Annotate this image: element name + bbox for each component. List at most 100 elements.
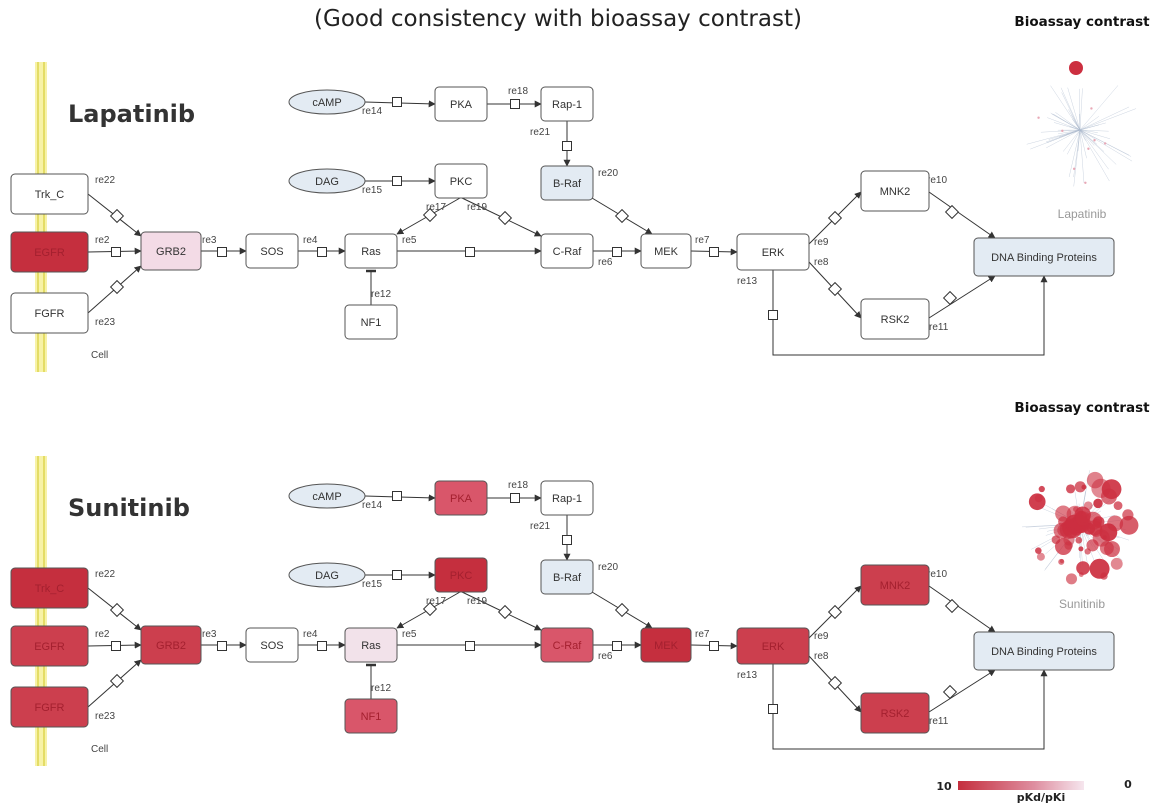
reaction-label-re13: re13 xyxy=(737,670,757,681)
reaction-label-re4: re4 xyxy=(303,235,318,246)
cloud-hit-dot xyxy=(1075,536,1083,544)
node-fgfr[interactable]: FGFR xyxy=(10,686,89,728)
node-rap1[interactable]: Rap-1 xyxy=(540,86,594,122)
node-label: ERK xyxy=(762,247,785,259)
node-box xyxy=(540,627,594,663)
cloud-hit-dot xyxy=(1074,481,1086,493)
node-label: Rap-1 xyxy=(552,99,582,111)
cloud-hit-dot xyxy=(1063,527,1073,536)
node-nf1[interactable]: NF1 xyxy=(344,304,398,340)
node-label: EGFR xyxy=(34,641,65,653)
node-grb2[interactable]: GRB2 xyxy=(140,231,202,271)
cloud-drug-label: Sunitinib xyxy=(1059,597,1105,611)
legend-max-label: 10 xyxy=(936,780,952,793)
legend-unit-label: pKd/pKi xyxy=(1017,791,1065,804)
node-egfr[interactable]: EGFR xyxy=(10,625,89,667)
node-box xyxy=(540,86,594,122)
cloud-branch xyxy=(1058,129,1081,135)
cloud-branch xyxy=(1055,112,1081,131)
cloud-hit-dot xyxy=(1122,509,1134,521)
node-label: DAG xyxy=(315,570,339,582)
node-rap1[interactable]: Rap-1 xyxy=(540,480,594,516)
cloud-hit-dot xyxy=(1101,479,1122,499)
cloud-hit-dot xyxy=(1035,547,1042,554)
reaction-node xyxy=(768,310,778,320)
node-ras[interactable]: Ras xyxy=(344,627,398,663)
node-camp[interactable]: cAMP xyxy=(288,483,366,509)
cloud-hit-dot xyxy=(1066,484,1076,494)
reaction-node xyxy=(827,604,843,620)
reaction-label-re17: re17 xyxy=(426,596,446,607)
node-mek[interactable]: MEK xyxy=(640,627,692,663)
cloud-branch xyxy=(1079,108,1137,131)
node-ras[interactable]: Ras xyxy=(344,233,398,269)
node-sos[interactable]: SOS xyxy=(245,233,299,269)
node-dna[interactable]: DNA Binding Proteins xyxy=(973,237,1115,277)
node-pka[interactable]: PKA xyxy=(434,480,488,516)
node-craf[interactable]: C-Raf xyxy=(540,233,594,269)
node-craf[interactable]: C-Raf xyxy=(540,627,594,663)
node-dag[interactable]: DAG xyxy=(288,562,366,588)
node-braf[interactable]: B-Raf xyxy=(540,559,594,595)
cloud-faint-dot xyxy=(1061,129,1064,133)
reaction-label-re3: re3 xyxy=(202,629,217,640)
reaction-node xyxy=(510,493,520,503)
reaction-node xyxy=(317,247,327,257)
node-label: Trk_C xyxy=(35,189,65,201)
node-label: C-Raf xyxy=(553,246,583,258)
node-braf[interactable]: B-Raf xyxy=(540,165,594,201)
node-mnk2[interactable]: MNK2 xyxy=(860,170,930,212)
node-mek[interactable]: MEK xyxy=(640,233,692,269)
reaction-node xyxy=(768,704,778,714)
node-label: MNK2 xyxy=(880,580,911,592)
node-label: FGFR xyxy=(35,308,65,320)
reaction-label-re21: re21 xyxy=(530,127,550,138)
node-box xyxy=(736,627,810,665)
reaction-node xyxy=(612,641,622,651)
reaction-label-re17: re17 xyxy=(426,202,446,213)
cloud-branch xyxy=(1079,129,1133,162)
node-label: EGFR xyxy=(34,247,65,259)
node-ellipse xyxy=(288,483,366,509)
node-box xyxy=(10,292,89,334)
node-trkc[interactable]: Trk_C xyxy=(10,567,89,609)
node-egfr[interactable]: EGFR xyxy=(10,231,89,273)
reaction-label-re18: re18 xyxy=(508,480,528,491)
node-rsk2[interactable]: RSK2 xyxy=(860,298,930,340)
node-label: PKC xyxy=(450,176,473,188)
reaction-label-re20: re20 xyxy=(598,168,618,179)
node-pka[interactable]: PKA xyxy=(434,86,488,122)
cloud-branch xyxy=(1030,129,1081,150)
node-rsk2[interactable]: RSK2 xyxy=(860,692,930,734)
node-dag[interactable]: DAG xyxy=(288,168,366,194)
node-fgfr[interactable]: FGFR xyxy=(10,292,89,334)
cloud-hit-dot xyxy=(1059,558,1064,564)
cloud-hit-dot xyxy=(1055,538,1072,555)
node-mnk2[interactable]: MNK2 xyxy=(860,564,930,606)
cloud-faint-dot xyxy=(1090,107,1093,110)
node-box xyxy=(860,298,930,340)
reaction-label-re14: re14 xyxy=(362,106,382,117)
node-erk[interactable]: ERK xyxy=(736,627,810,665)
node-grb2[interactable]: GRB2 xyxy=(140,625,202,665)
node-sos[interactable]: SOS xyxy=(245,627,299,663)
node-pkc[interactable]: PKC xyxy=(434,557,488,593)
node-box xyxy=(10,625,89,667)
cloud-branch xyxy=(1079,129,1085,184)
cloud-branch xyxy=(1079,129,1117,165)
node-camp[interactable]: cAMP xyxy=(288,89,366,115)
node-erk[interactable]: ERK xyxy=(736,233,810,271)
node-label: RSK2 xyxy=(881,708,910,720)
reaction-node xyxy=(465,247,475,257)
node-dna[interactable]: DNA Binding Proteins xyxy=(973,631,1115,671)
node-nf1[interactable]: NF1 xyxy=(344,698,398,734)
node-box xyxy=(540,233,594,269)
node-label: B-Raf xyxy=(553,572,582,584)
color-legend: 10 0 pKd/pKi xyxy=(936,778,1132,804)
node-pkc[interactable]: PKC xyxy=(434,163,488,199)
cloud-branch xyxy=(1079,129,1109,170)
bioassay-cloud-thumbnail: Lapatinib xyxy=(1026,61,1137,221)
reaction-label-re4: re4 xyxy=(303,629,318,640)
node-trkc[interactable]: Trk_C xyxy=(10,173,89,215)
